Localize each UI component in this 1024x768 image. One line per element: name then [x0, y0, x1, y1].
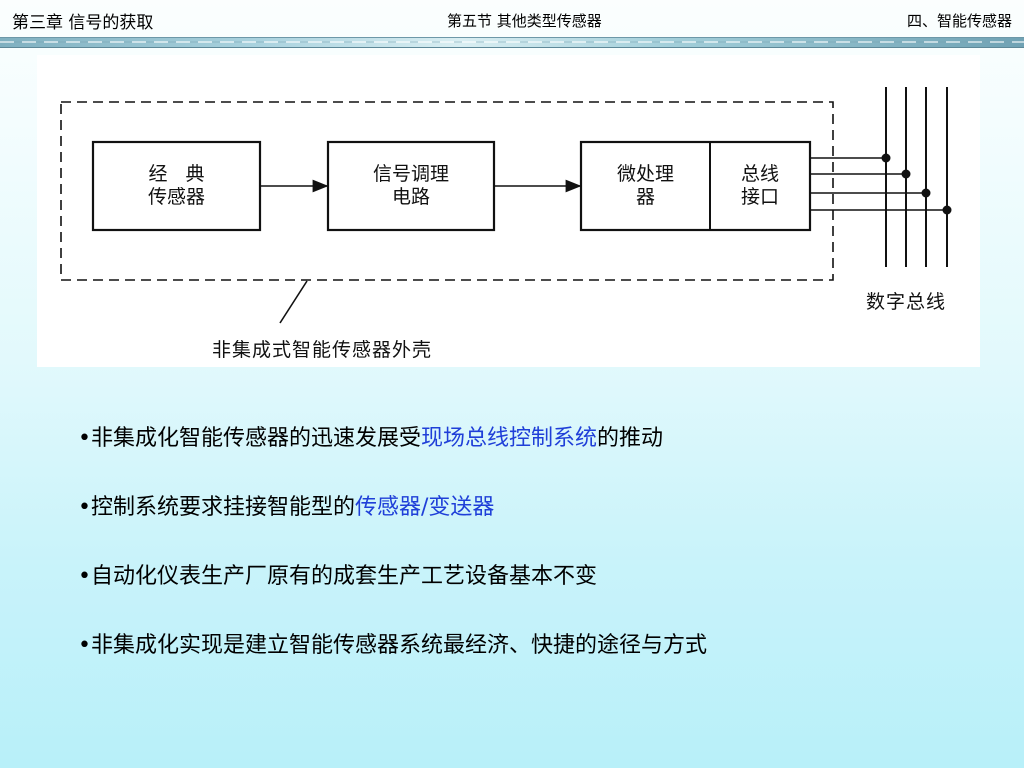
slide-header: 第三章 信号的获取 第五节 其他类型传感器 四、智能传感器 [0, 0, 1024, 38]
diagram-lines [60, 87, 952, 324]
bullet-item: •控制系统要求挂接智能型的传感器/变送器 [78, 489, 978, 523]
bullet-text-end: 的推动 [597, 426, 664, 451]
housing-leader-line [279, 280, 308, 324]
bus-junction-3 [921, 188, 931, 198]
bullet-item: •非集成化智能传感器的迅速发展受现场总线控制系统的推动 [78, 420, 978, 454]
bullet-item: •自动化仪表生产厂原有的成套生产工艺设备基本不变 [78, 558, 978, 592]
section-title: 第五节 其他类型传感器 [447, 12, 602, 30]
topic-title: 四、智能传感器 [906, 12, 1012, 30]
bullet-text: •非集成化实现是建立智能传感器系统最经济、快捷的途径与方式 [78, 633, 707, 658]
bullet-text: •控制系统要求挂接智能型的 [78, 495, 355, 520]
conditioning-block-label: 信号调理 电路 [372, 163, 449, 208]
bullet-text: •自动化仪表生产厂原有的成套生产工艺设备基本不变 [78, 564, 597, 589]
bullet-item: •非集成化实现是建立智能传感器系统最经济、快捷的途径与方式 [78, 627, 978, 661]
bullet-highlight: 传感器/变送器 [354, 495, 495, 520]
header-divider [0, 37, 1024, 48]
bullet-text: •非集成化智能传感器的迅速发展受 [78, 426, 421, 451]
sensor-block-label: 经 典 传感器 [147, 163, 205, 208]
housing-outline [60, 101, 834, 281]
housing-label: 非集成式智能传感器外壳 [212, 339, 433, 361]
sensor-block-diagram: 经 典 传感器 信号调理 电路 微处理 器 总线 接口 数字总线 非集成式智能传… [37, 55, 980, 367]
bullet-list: •非集成化智能传感器的迅速发展受现场总线控制系统的推动 •控制系统要求挂接智能型… [78, 420, 978, 696]
bus-interface-block-label: 总线 接口 [740, 163, 779, 208]
bullet-highlight: 现场总线控制系统 [420, 426, 597, 451]
bus-junction-2 [901, 169, 911, 179]
chapter-title: 第三章 信号的获取 [12, 13, 154, 33]
bus-junction-4 [942, 205, 952, 215]
bus-junction-1 [881, 153, 891, 163]
processor-block-label: 微处理 器 [616, 163, 674, 208]
digital-bus-label: 数字总线 [866, 291, 947, 313]
